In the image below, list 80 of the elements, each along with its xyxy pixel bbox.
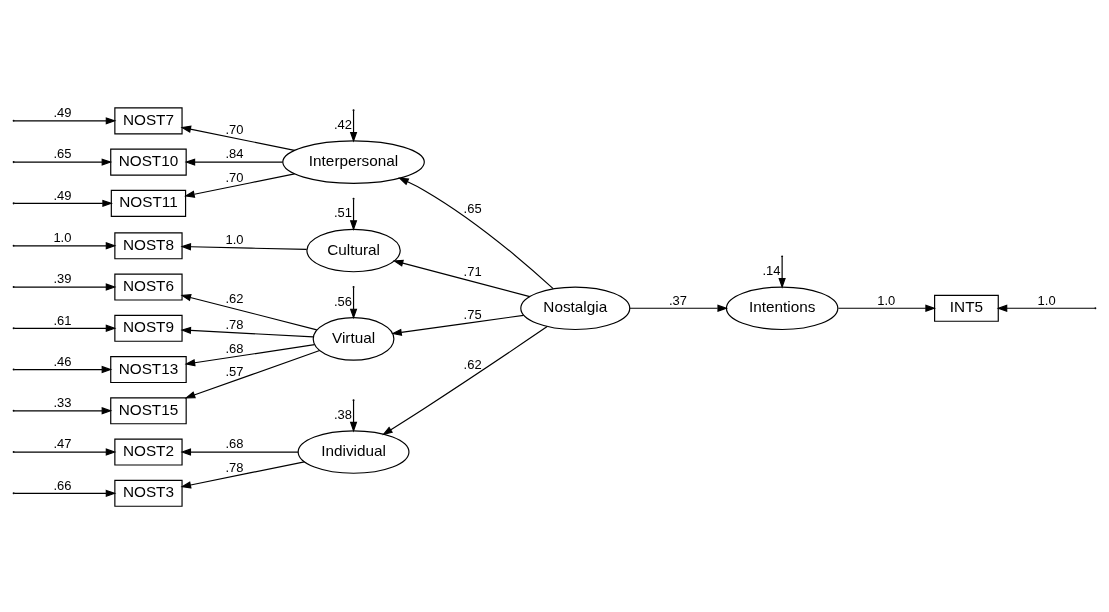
arrow: [349, 286, 358, 319]
arrow: [184, 349, 321, 398]
arrow: [382, 325, 548, 435]
edge-label: .57: [225, 363, 244, 379]
edge-label: .62: [463, 356, 482, 372]
edge-label: .39: [53, 270, 72, 286]
edge-label: .84: [225, 145, 244, 161]
edge-label: .49: [53, 187, 72, 203]
arrow: [184, 157, 284, 166]
edge-label: .49: [53, 104, 72, 120]
edge-label: .42: [333, 116, 352, 132]
arrow: [13, 241, 117, 250]
edge-label: .51: [333, 204, 352, 220]
arrow: [398, 177, 554, 289]
edge-label: 1.0: [53, 229, 72, 245]
node-ellipse: Individual: [297, 429, 410, 474]
arrow: [349, 198, 358, 231]
arrow: [180, 460, 305, 489]
arrow: [837, 304, 936, 312]
edge-label: 1.0: [1037, 292, 1056, 307]
edge-label: .62: [225, 290, 244, 306]
edge-label: .75: [463, 306, 482, 322]
arrow: [629, 304, 729, 312]
node-box: NOST13: [110, 355, 187, 383]
edge-label: .78: [225, 316, 244, 332]
arrow: [184, 343, 316, 366]
arrow: [13, 447, 117, 456]
edge-label: .68: [225, 340, 244, 356]
node-box: NOST15: [110, 396, 187, 424]
arrow: [13, 282, 117, 291]
edge-label: .68: [225, 435, 244, 451]
edge-label: .46: [53, 353, 72, 369]
edge-label: .71: [463, 263, 482, 279]
arrow: [180, 447, 299, 456]
node-box: NOST7: [114, 106, 183, 134]
edge-label: .70: [225, 121, 244, 137]
edge-label: .56: [333, 293, 352, 309]
edge-label: .70: [225, 169, 244, 185]
node-ellipse: Nostalgia: [520, 285, 631, 330]
node-box: NOST10: [110, 148, 187, 176]
arrow: [180, 293, 318, 330]
edge-label: .33: [53, 394, 72, 410]
node-box: INT5: [934, 294, 999, 322]
arrow: [180, 326, 314, 337]
edge-label: .14: [762, 262, 781, 278]
node-ellipse: Cultural: [306, 228, 401, 272]
node-ellipse: Virtual: [312, 316, 395, 361]
edge-label: .78: [225, 459, 244, 475]
arrow: [13, 365, 113, 373]
arrow: [392, 259, 531, 297]
node-box: NOST2: [114, 438, 183, 466]
arrow: [778, 256, 786, 289]
edge-label: .65: [463, 200, 482, 216]
arrow: [180, 242, 308, 250]
node-box: NOST3: [114, 479, 183, 507]
arrow: [13, 199, 113, 207]
arrow: [13, 324, 117, 332]
arrow: [180, 125, 296, 151]
arrow: [349, 399, 358, 432]
arrow: [13, 489, 117, 497]
arrow: [13, 157, 113, 166]
node-box: NOST8: [114, 231, 183, 259]
node-box: NOST9: [114, 314, 183, 342]
arrow: [13, 116, 117, 125]
node-box: NOST11: [110, 189, 187, 217]
arrow: [349, 109, 358, 142]
edge-label: .61: [53, 312, 72, 328]
edge-label: .47: [53, 435, 72, 451]
node-box: NOST6: [114, 273, 183, 301]
edge-label: 1.0: [225, 231, 244, 247]
arrow: [184, 172, 296, 198]
node-ellipse: Intentions: [725, 285, 839, 330]
arrow: [391, 314, 525, 336]
edge-label: .65: [53, 145, 72, 161]
edge-label: .37: [668, 292, 687, 307]
arrow: [13, 406, 113, 415]
edge-label: .66: [53, 477, 72, 493]
edge-label: .38: [333, 406, 352, 422]
arrow: [996, 304, 1096, 312]
edge-label: 1.0: [877, 292, 896, 307]
